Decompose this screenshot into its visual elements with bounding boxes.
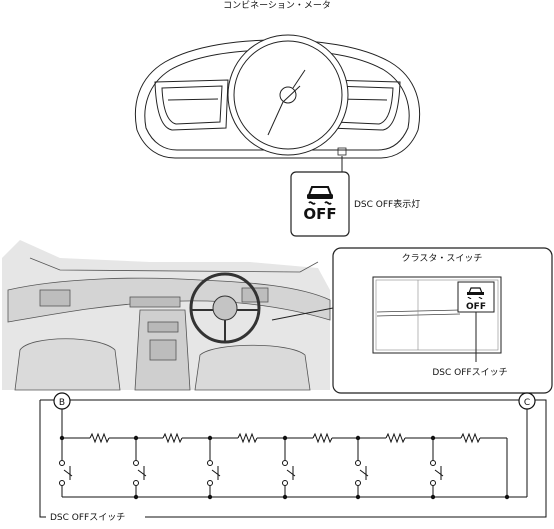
skidding-car-icon-small: [467, 287, 484, 300]
dsc-off-switch-circuit-label: DSC OFFスイッチ: [50, 512, 125, 523]
dsc-off-switch-callout-label: DSC OFFスイッチ: [432, 367, 507, 378]
dsc-off-indicator-label: DSC OFF表示灯: [354, 198, 420, 210]
switch-branch-1: [59, 438, 73, 497]
terminal-c: C: [518, 392, 536, 410]
switch-branch-6: [430, 438, 444, 497]
switch-branch-3: [207, 438, 221, 497]
cluster-leader-line: [271, 307, 334, 321]
skidding-car-icon: [307, 186, 333, 205]
switch-off-text: OFF: [466, 302, 486, 312]
indicator-off-text: OFF: [303, 205, 336, 223]
junction-dots: [59, 435, 510, 500]
switch-branch-2: [133, 438, 147, 497]
switch-branch-4: [282, 438, 296, 497]
terminal-b-label: B: [59, 398, 65, 408]
terminal-c-label: C: [524, 398, 530, 408]
cluster-switch-box: OFF: [332, 247, 553, 394]
combination-meter: [134, 34, 421, 159]
dsc-off-indicator-box: OFF: [290, 171, 350, 237]
combination-meter-label: コンビネーション・メータ: [223, 0, 331, 11]
terminal-b: B: [53, 392, 71, 410]
car-interior-illustration: [2, 240, 331, 391]
circuit-diagram: [39, 399, 547, 518]
cluster-switch-label: クラスタ・スイッチ: [402, 253, 483, 264]
switch-branch-5: [355, 438, 369, 497]
